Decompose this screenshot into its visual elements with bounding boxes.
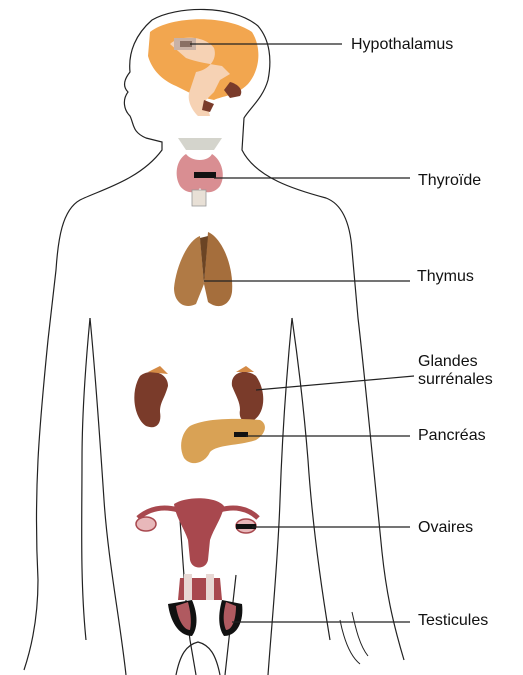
pancreas-icon <box>181 419 265 463</box>
thyroid-icon <box>177 138 223 206</box>
kidneys-icon <box>134 366 263 427</box>
label-thyroide: Thyroïde <box>418 172 481 189</box>
left-arm-inner <box>82 318 90 640</box>
thymus-icon <box>174 232 232 306</box>
leg-inner <box>176 642 220 675</box>
torso-left <box>90 318 126 675</box>
label-surrenales: surrénales <box>418 371 493 388</box>
label-hypothalamus: Hypothalamus <box>351 36 453 53</box>
right-arm-inner <box>292 318 330 640</box>
leader-glandes <box>256 376 414 390</box>
label-pancreas: Pancréas <box>418 427 486 444</box>
uterus-icon <box>136 498 258 567</box>
label-ovaires: Ovaires <box>418 519 473 536</box>
brain-icon <box>148 19 258 116</box>
label-glandes: Glandes <box>418 353 478 370</box>
label-thymus: Thymus <box>417 268 474 285</box>
testicles-icon <box>168 574 242 636</box>
right-hand <box>340 612 368 664</box>
label-testicules: Testicules <box>418 612 488 629</box>
